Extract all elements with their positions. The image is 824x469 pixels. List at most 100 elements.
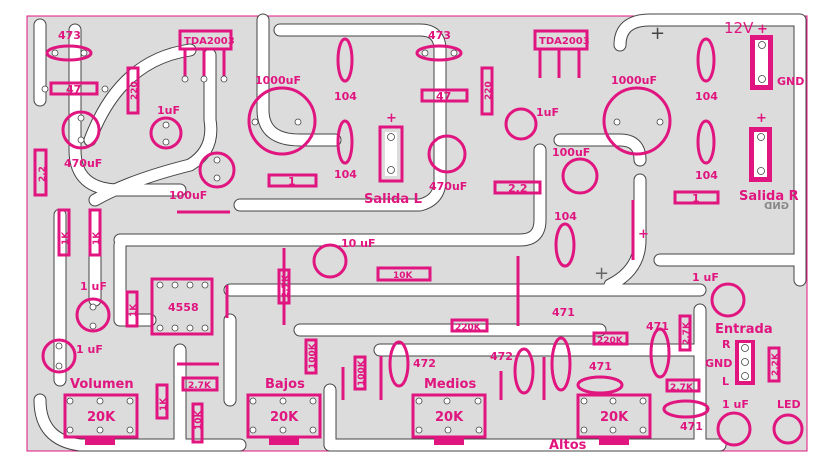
crosshair-icon: + xyxy=(594,263,609,284)
label-salida-l: Salida L xyxy=(364,192,422,207)
plus-sign-salida-r: + xyxy=(756,111,767,126)
label-2.7k-c: 2.7K xyxy=(682,321,692,345)
label-100uf-right: 100uF xyxy=(552,146,590,159)
label-220k-b: 220K xyxy=(597,336,624,346)
label-471-c: 471 xyxy=(589,360,612,373)
capacitor-473-left xyxy=(45,44,93,62)
capacitor-471-d xyxy=(662,399,710,419)
capacitor-1uf-left xyxy=(149,116,183,150)
label-1000uf-right: 1000uF xyxy=(611,74,657,87)
label-1uf-left: 1uF xyxy=(157,104,180,117)
label-20k-bajos: 20K xyxy=(270,410,299,425)
capacitor-473-right xyxy=(415,44,463,62)
resistor-220-right xyxy=(480,66,494,116)
label-104-e: 104 xyxy=(554,210,577,223)
label-472-a: 472 xyxy=(413,357,436,370)
capacitor-472-a xyxy=(388,340,410,388)
resistor-220k-a xyxy=(450,318,489,333)
resistor-100k-a xyxy=(304,338,318,375)
label-104-b: 104 xyxy=(334,168,357,181)
label-104-a: 104 xyxy=(334,90,357,103)
resistor-2.2k xyxy=(767,346,781,383)
label-220-right: 220 xyxy=(484,81,494,100)
label-470uf-left: 470uF xyxy=(64,157,102,170)
label-1000uf-left: 1000uF xyxy=(255,74,301,87)
label-104-d: 104 xyxy=(695,169,718,182)
pot-volumen[interactable]: 20K xyxy=(63,393,139,445)
resistor-47-right xyxy=(420,88,469,103)
resistor-10k-vertical xyxy=(191,402,204,444)
capacitor-471-c xyxy=(576,375,624,395)
resistor-1k-b xyxy=(88,208,102,257)
label-led: LED xyxy=(777,398,801,411)
label-input-l: L xyxy=(722,375,729,388)
capacitor-471-b xyxy=(649,327,671,379)
label-1k-a: 1K xyxy=(61,231,71,245)
capacitor-104-b xyxy=(336,119,354,165)
ic-4558 xyxy=(150,277,214,336)
label-1uf-c: 1 uF xyxy=(692,271,719,284)
label-volumen: Volumen xyxy=(70,377,134,392)
label-1-right: 1 xyxy=(692,192,700,205)
led-footprint xyxy=(772,413,804,445)
label-medios: Medios xyxy=(424,377,476,392)
resistor-1k-c xyxy=(125,290,139,328)
label-10k-horizontal: 10K xyxy=(393,271,414,281)
resistor-220-left xyxy=(126,66,140,115)
label-10uf: 10 uF xyxy=(341,237,375,250)
label-2.2k: 2.2K xyxy=(771,352,781,376)
label-2.7k-a: 2.7K xyxy=(281,274,291,298)
ic-tda2003-right xyxy=(533,29,589,51)
label-473-right: 473 xyxy=(428,29,451,42)
resistor-220k-b xyxy=(592,331,629,346)
label-1uf-b: 1 uF xyxy=(76,343,103,356)
plus-sign-12v: + xyxy=(757,22,768,37)
plus-sign-salida-l: + xyxy=(386,111,397,126)
capacitor-1uf-c xyxy=(710,282,746,318)
resistor-2.7k-a xyxy=(277,268,291,305)
right-amplifier: 473 TDA2003 47 220 1uF 470uF 2.2 1000uF … xyxy=(415,19,804,284)
label-12v: 12V xyxy=(724,19,754,37)
capacitor-100uf-right xyxy=(561,157,599,195)
capacitor-1uf-right xyxy=(504,107,538,141)
resistor-47-left xyxy=(49,81,99,96)
label-1-left: 1 xyxy=(288,175,296,188)
capacitor-470uf-right xyxy=(427,134,467,174)
label-bajos: Bajos xyxy=(265,377,305,392)
label-473-left: 473 xyxy=(58,29,81,42)
label-tda2003-left: TDA2003 xyxy=(184,36,235,47)
capacitor-10uf xyxy=(312,243,348,279)
resistor-10k-horizontal xyxy=(376,266,432,282)
plus-sign-main: + xyxy=(638,227,649,242)
resistor-2.2-right xyxy=(493,180,542,195)
label-input-r: R xyxy=(722,338,731,351)
resistor-2.2-left xyxy=(33,148,48,197)
pot-altos[interactable]: 20K xyxy=(576,393,652,445)
label-gnd-power: GND xyxy=(777,75,804,88)
label-tda2003-right: TDA2003 xyxy=(539,36,590,47)
label-1uf-a: 1 uF xyxy=(80,280,107,293)
capacitor-1uf-b xyxy=(41,338,77,374)
label-2.2-right: 2.2 xyxy=(508,182,528,195)
capacitor-104-e xyxy=(554,222,576,268)
label-471-a: 471 xyxy=(552,306,575,319)
label-1k-d: 1K xyxy=(159,397,169,411)
resistor-1-left xyxy=(267,173,318,188)
label-4558: 4558 xyxy=(168,301,199,314)
label-20k-medios: 20K xyxy=(435,410,464,425)
resistor-2.7k-c xyxy=(678,314,692,352)
label-220-left: 220 xyxy=(130,81,140,100)
pot-bajos[interactable]: 20K xyxy=(246,393,322,445)
label-20k-altos: 20K xyxy=(600,410,629,425)
capacitor-104-a xyxy=(336,37,354,83)
label-2.2-left: 2.2 xyxy=(38,166,48,182)
label-100k-b: 100K xyxy=(357,359,367,386)
pot-medios[interactable]: 20K xyxy=(411,393,487,445)
label-100k-a: 100K xyxy=(308,342,318,369)
label-gnd-mirrored: GND xyxy=(764,201,789,212)
label-salida-r: Salida R xyxy=(739,189,799,204)
capacitor-100uf-left xyxy=(198,151,236,189)
capacitor-1000uf-left xyxy=(247,86,317,156)
resistor-2.7k-b xyxy=(181,376,219,392)
tone-control: 1K 1K 1 uF 1 uF 1K 4558 10 uF 10K 2.7K 1… xyxy=(41,208,804,447)
